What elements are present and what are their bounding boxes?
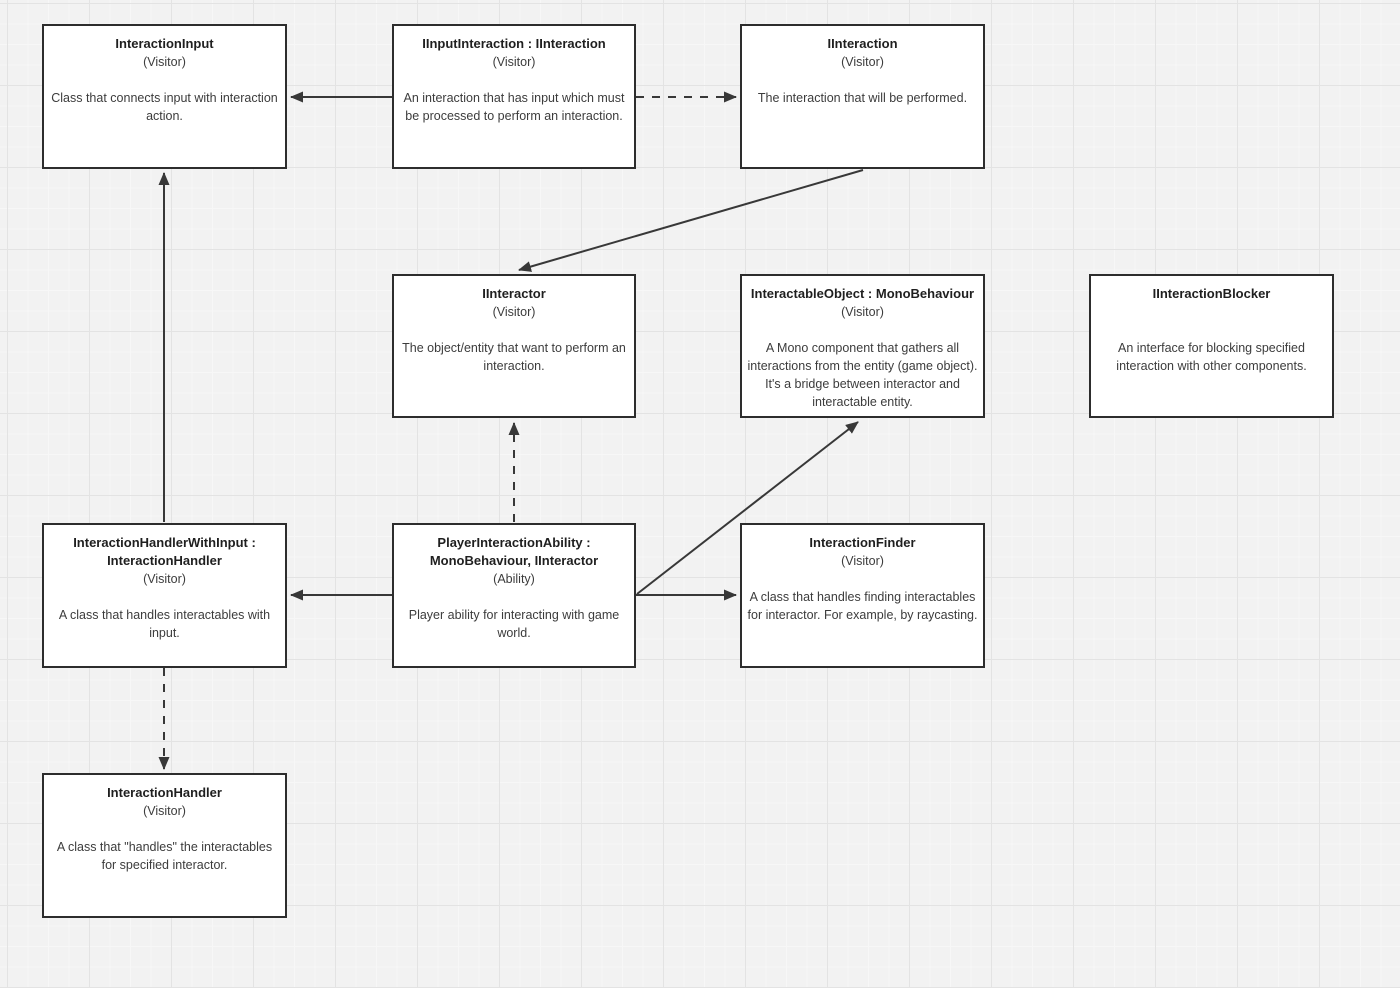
node-interaction-finder[interactable]: InteractionFinder (Visitor) A class that h… — [740, 523, 985, 668]
node-iinteraction-blocker[interactable]: IInteractionBlocker An interface for bloc… — [1089, 274, 1334, 418]
node-subtitle: (Visitor) — [841, 554, 884, 568]
node-subtitle: (Ability) — [493, 572, 535, 586]
node-title: PlayerInteractionAbility : MonoBehaviour… — [429, 535, 599, 568]
node-interaction-handler-with-input[interactable]: InteractionHandlerWithInput : Interactio… — [42, 523, 287, 668]
node-iinteractor[interactable]: IInteractor (Visitor) The object/entity th… — [392, 274, 636, 418]
node-description: Class that connects input with interacti… — [51, 91, 278, 123]
node-subtitle — [1095, 303, 1328, 321]
edges-group — [158, 91, 864, 770]
node-description: A class that "handles" the interactables… — [56, 840, 273, 872]
node-player-interaction-ability[interactable]: PlayerInteractionAbility : MonoBehaviour… — [392, 523, 636, 668]
node-interaction-input[interactable]: InteractionInput (Visitor) Class that conn… — [42, 24, 287, 169]
node-subtitle: (Visitor) — [143, 572, 186, 586]
node-description: A class that handles interactables with … — [58, 608, 271, 640]
node-title: IInteractionBlocker — [1152, 286, 1271, 301]
node-title: IInputInteraction : IInteraction — [422, 36, 606, 51]
node-description: An interface for blocking specified inte… — [1116, 341, 1307, 373]
node-title: InteractionInput — [115, 36, 214, 51]
node-description: A Mono component that gathers all intera… — [747, 341, 978, 409]
node-iinteraction[interactable]: IInteraction (Visitor) The interaction tha… — [740, 24, 985, 169]
edge-iinteraction-to-iinteractor — [518, 169, 864, 272]
node-title: IInteraction — [827, 36, 898, 51]
node-title: InteractionFinder — [809, 535, 916, 550]
node-iinput-interaction[interactable]: IInputInteraction : IInteraction (Visitor… — [392, 24, 636, 169]
node-title: InteractionHandlerWithInput : Interactio… — [73, 535, 256, 568]
node-description: The interaction that will be performed. — [757, 91, 968, 105]
node-title: InteractableObject : MonoBehaviour — [750, 286, 975, 301]
node-title: InteractionHandler — [107, 785, 222, 800]
node-subtitle: (Visitor) — [841, 55, 884, 69]
node-title: IInteractor — [482, 286, 546, 301]
node-description: A class that handles finding interactabl… — [747, 590, 978, 622]
node-description: The object/entity that want to perform a… — [402, 341, 626, 373]
node-subtitle: (Visitor) — [492, 55, 536, 69]
node-subtitle: (Visitor) — [841, 305, 884, 319]
node-interactable-object[interactable]: InteractableObject : MonoBehaviour (Visit… — [740, 274, 985, 418]
node-subtitle: (Visitor) — [492, 305, 536, 319]
node-description: An interaction that has input which must… — [403, 91, 625, 123]
node-subtitle: (Visitor) — [143, 55, 186, 69]
node-interaction-handler[interactable]: InteractionHandler (Visitor) A class that … — [42, 773, 287, 918]
node-description: Player ability for interacting with game… — [408, 608, 620, 640]
node-subtitle: (Visitor) — [143, 804, 186, 818]
